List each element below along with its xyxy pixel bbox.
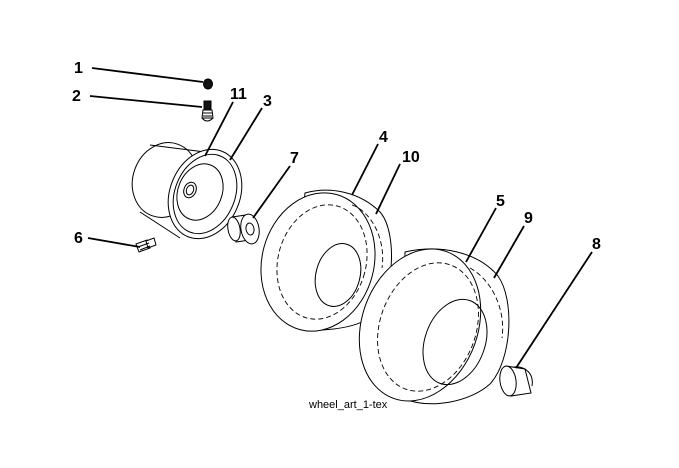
callout-7: 7 xyxy=(290,150,299,167)
callout-9: 9 xyxy=(524,210,533,227)
callout-11: 11 xyxy=(230,86,247,103)
callout-5: 5 xyxy=(496,193,505,210)
bushing xyxy=(227,213,260,245)
callout-10: 10 xyxy=(402,149,420,166)
grease-fitting xyxy=(135,237,157,253)
figure-caption: wheel_art_1-tex xyxy=(308,399,388,411)
wheel-rim xyxy=(131,142,243,240)
callout-2: 2 xyxy=(72,88,81,105)
callout-6: 6 xyxy=(74,230,83,247)
callout-labels: 1 2 11 3 7 4 10 6 5 9 8 xyxy=(72,60,601,253)
callout-1: 1 xyxy=(74,60,83,77)
rear-tire xyxy=(358,248,510,405)
callout-3: 3 xyxy=(263,93,272,110)
front-tire xyxy=(260,189,392,332)
leader-lines xyxy=(87,67,593,369)
valve-stem xyxy=(201,100,214,122)
callout-4: 4 xyxy=(379,129,388,146)
hub-cap xyxy=(499,365,533,397)
valve-cap xyxy=(203,78,213,90)
callout-8: 8 xyxy=(592,236,601,253)
